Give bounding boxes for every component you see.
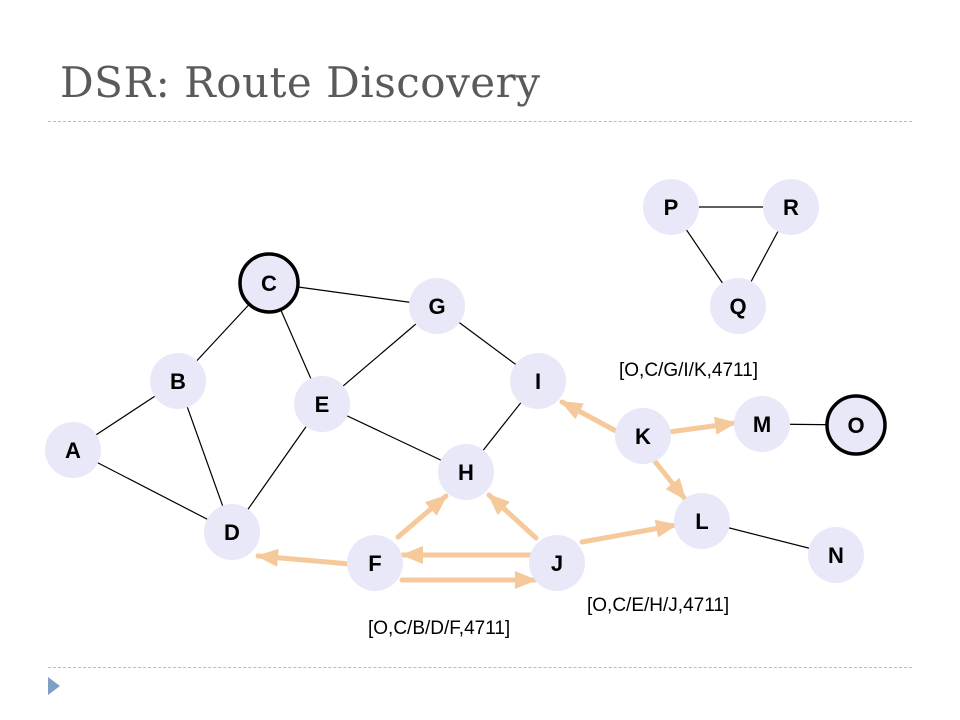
- arrow-J-H: [486, 492, 539, 541]
- node-G: G: [409, 278, 465, 334]
- svg-text:O: O: [847, 413, 864, 438]
- svg-text:L: L: [695, 509, 708, 534]
- bullet-arrow-icon: [48, 677, 60, 695]
- node-D: D: [204, 504, 260, 560]
- arrow-K-M: [666, 416, 738, 435]
- svg-text:G: G: [428, 294, 445, 319]
- arrow-K-L: [650, 456, 688, 502]
- title-divider: [48, 121, 912, 122]
- arrow-J-L: [579, 519, 679, 545]
- svg-text:J: J: [551, 551, 563, 576]
- svg-text:R: R: [783, 195, 799, 220]
- node-Q: Q: [710, 278, 766, 334]
- svg-text:K: K: [635, 424, 651, 449]
- node-O-destination: O: [825, 394, 887, 456]
- node-B: B: [150, 353, 206, 409]
- arrow-F-H: [395, 493, 449, 540]
- route-label-cgik: [O,C/G/I/K,4711]: [619, 360, 758, 381]
- svg-text:P: P: [664, 195, 679, 220]
- route-request-arrows: [255, 399, 738, 589]
- svg-text:A: A: [65, 438, 81, 463]
- node-J: J: [529, 535, 585, 591]
- svg-text:F: F: [368, 551, 381, 576]
- svg-text:C: C: [261, 271, 277, 296]
- node-E: E: [294, 376, 350, 432]
- svg-text:N: N: [828, 543, 844, 568]
- edge-A-D: [72, 449, 233, 533]
- node-L: L: [674, 493, 730, 549]
- route-label-cbdf: [O,C/B/D/F,4711]: [368, 618, 510, 639]
- svg-text:H: H: [458, 460, 474, 485]
- svg-text:D: D: [224, 520, 240, 545]
- node-H: H: [438, 444, 494, 500]
- arrow-F-D: [255, 548, 353, 567]
- node-F: F: [347, 535, 403, 591]
- svg-text:B: B: [170, 369, 186, 394]
- route-label-cehj: [O,C/E/H/J,4711]: [587, 595, 729, 616]
- node-A: A: [45, 422, 101, 478]
- svg-text:I: I: [535, 369, 541, 394]
- footer-divider: [48, 667, 912, 668]
- node-M: M: [734, 396, 790, 452]
- node-I: I: [510, 353, 566, 409]
- node-C-source: C: [238, 252, 300, 314]
- node-P: P: [643, 179, 699, 235]
- svg-text:E: E: [315, 392, 330, 417]
- node-N: N: [808, 527, 864, 583]
- svg-text:Q: Q: [729, 294, 746, 319]
- node-R: R: [763, 179, 819, 235]
- svg-text:M: M: [753, 412, 771, 437]
- node-K: K: [615, 408, 671, 464]
- arrow-K-I: [559, 399, 619, 434]
- nodes: A B C D E F G H: [45, 179, 887, 591]
- slide-title: DSR: Route Discovery: [60, 58, 541, 107]
